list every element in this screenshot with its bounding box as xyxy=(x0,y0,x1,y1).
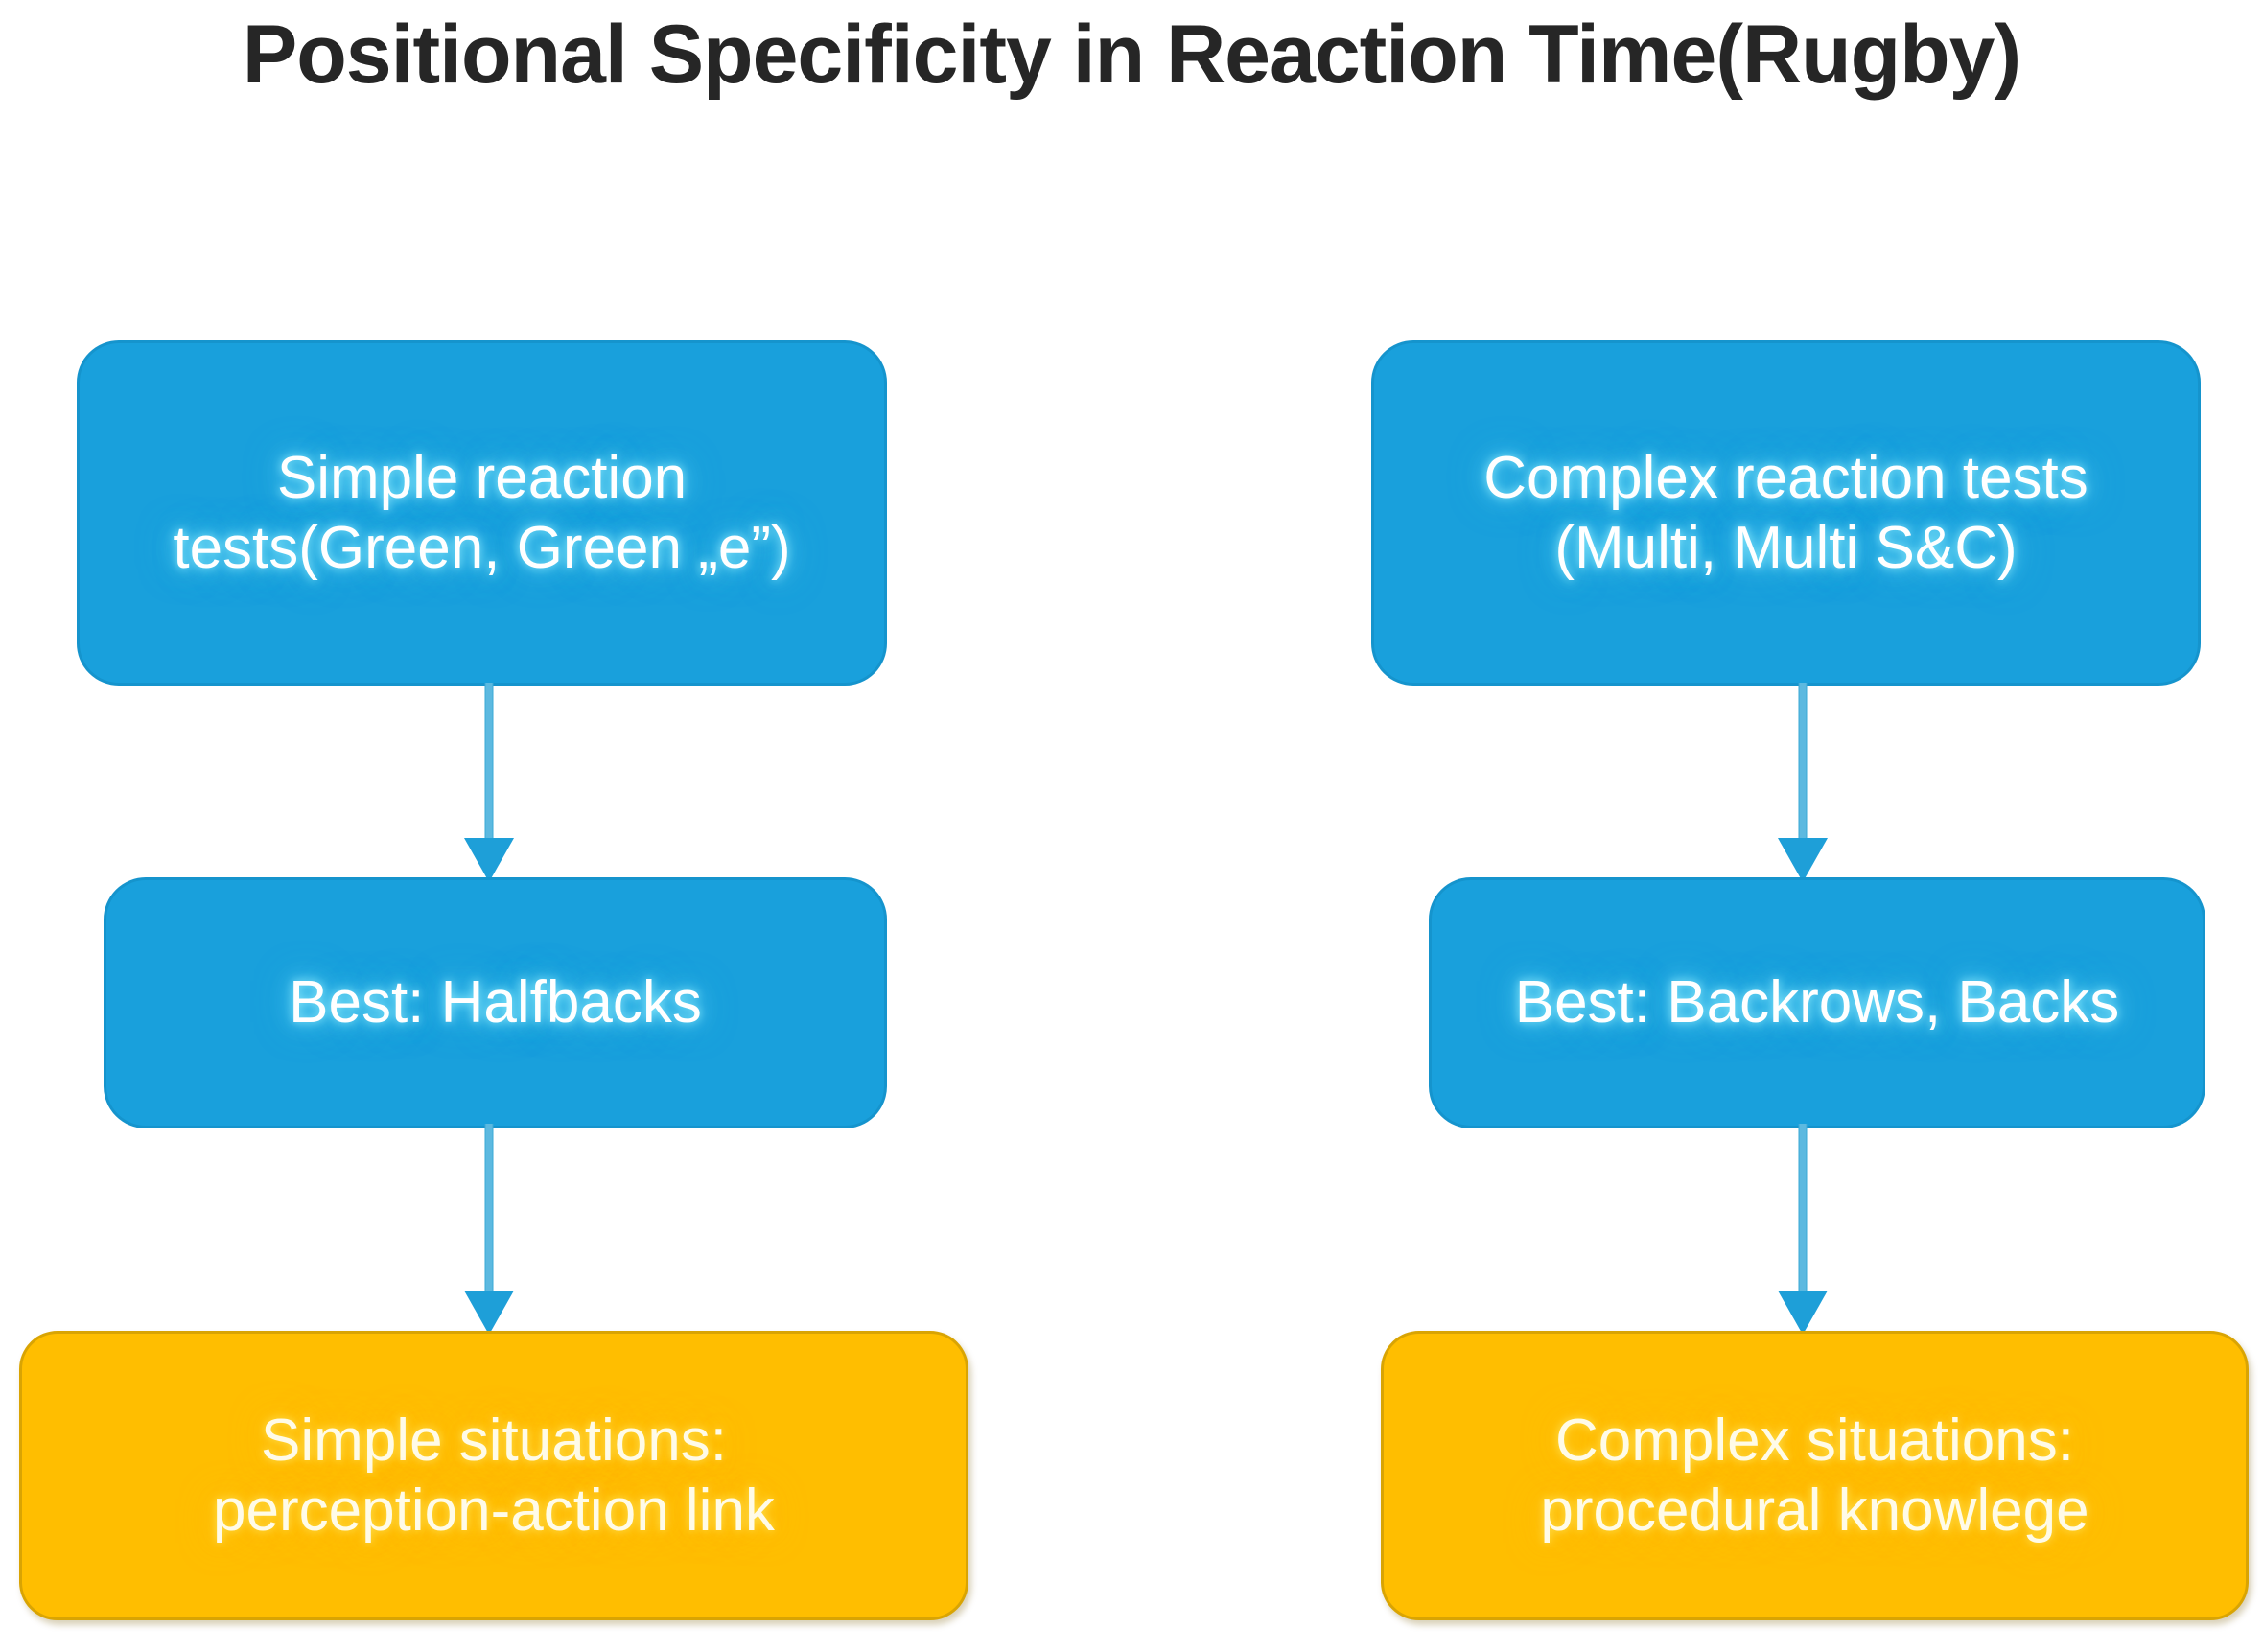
node-complex-reaction-tests[interactable]: Complex reaction tests (Multi, Multi S&C… xyxy=(1371,340,2201,686)
arrow-simple-tests-to-best-halfbacks xyxy=(453,683,525,882)
arrow-shaft xyxy=(1798,1124,1808,1291)
arrow-head-icon xyxy=(464,1291,514,1335)
arrow-shaft xyxy=(484,683,494,838)
arrow-head-icon xyxy=(1778,1291,1828,1335)
arrow-head-icon xyxy=(1778,838,1828,882)
node-simple-reaction-tests[interactable]: Simple reaction tests(Green, Green „e”) xyxy=(77,340,887,686)
page-title: Positional Specificity in Reaction Time(… xyxy=(242,9,2021,101)
arrow-shaft xyxy=(484,1124,494,1291)
node-complex-situations[interactable]: Complex situations: procedural knowlege xyxy=(1381,1331,2249,1620)
arrow-best-backrows-to-complex-situations xyxy=(1766,1124,1839,1335)
arrow-best-halfbacks-to-simple-situations xyxy=(453,1124,525,1335)
arrow-complex-tests-to-best-backrows xyxy=(1766,683,1839,882)
node-simple-situations[interactable]: Simple situations: perception-action lin… xyxy=(19,1331,968,1620)
arrow-head-icon xyxy=(464,838,514,882)
arrow-shaft xyxy=(1798,683,1808,838)
node-best-backrows-backs[interactable]: Best: Backrows, Backs xyxy=(1429,877,2205,1128)
node-best-halfbacks[interactable]: Best: Halfbacks xyxy=(104,877,887,1128)
